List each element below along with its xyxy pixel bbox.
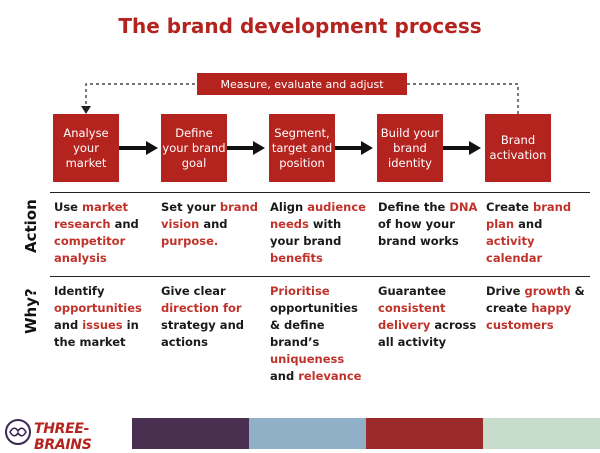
step-arrow-4 — [443, 141, 481, 155]
feedback-line-left — [85, 83, 197, 110]
body-text: Drive — [486, 284, 525, 298]
body-text: and — [514, 217, 543, 231]
body-text: across all activity — [378, 318, 477, 349]
highlight-text: competitor analysis — [54, 234, 126, 265]
step-arrow-2 — [227, 141, 265, 155]
body-text: Set your — [161, 200, 220, 214]
highlight-text: market research — [54, 200, 129, 231]
highlight-text: benefits — [270, 251, 323, 265]
why-cell: Give clear direction for strategy and ac… — [161, 283, 261, 351]
brain-logo-icon — [5, 419, 31, 445]
footer-color-block — [366, 418, 483, 449]
row-label-why: Why? — [22, 288, 40, 334]
row-label-action: Action — [22, 199, 40, 253]
body-text: in the market — [54, 318, 139, 349]
step-define-brand-goal: Define your brand goal — [161, 114, 227, 182]
body-text: & create — [486, 284, 585, 315]
highlight-text: purpose. — [161, 234, 219, 248]
feedback-arrowhead — [81, 106, 91, 114]
divider-top — [50, 192, 590, 193]
step-arrow-1 — [119, 141, 158, 155]
footer-color-block — [249, 418, 366, 449]
body-text: strategy and actions — [161, 318, 244, 349]
divider-middle — [50, 276, 590, 277]
highlight-text: relevance — [298, 369, 362, 383]
three-brains-logo: THREE-BRAINS — [0, 412, 132, 453]
why-cell: Drive growth & create happy customers — [486, 283, 586, 334]
body-text: and — [199, 217, 228, 231]
body-text: Align — [270, 200, 308, 214]
page-title: The brand development process — [118, 14, 482, 38]
body-text: opportunities & define brand’s — [270, 301, 358, 349]
body-text: Identify — [54, 284, 105, 298]
highlight-text: opportunities — [54, 301, 142, 315]
highlight-text: consistent delivery — [378, 301, 446, 332]
highlight-text: growth — [524, 284, 571, 298]
action-cell: Define the DNA of how your brand works — [378, 199, 478, 250]
body-text: Give clear — [161, 284, 226, 298]
step-analyse-market: Analyse your market — [53, 114, 119, 182]
highlight-text: happy customers — [486, 301, 572, 332]
highlight-text: DNA — [449, 200, 478, 214]
highlight-text: direction for — [161, 301, 242, 315]
feedback-loop-label: Measure, evaluate and adjust — [197, 73, 407, 95]
body-text: Define the — [378, 200, 450, 214]
highlight-text: audience needs — [270, 200, 366, 231]
why-cell: Guarantee consistent delivery across all… — [378, 283, 478, 351]
action-cell: Create brand plan and activity calendar — [486, 199, 586, 267]
body-text: Guarantee — [378, 284, 447, 298]
step-segment-target-position: Segment, target and position — [269, 114, 335, 182]
body-text: and — [110, 217, 139, 231]
body-text: with your brand — [270, 217, 342, 248]
highlight-text: brand vision — [161, 200, 258, 231]
body-text: and — [270, 369, 299, 383]
highlight-text: activity calendar — [486, 234, 543, 265]
body-text: of how your brand works — [378, 217, 459, 248]
body-text: and — [54, 318, 83, 332]
body-text: Create — [486, 200, 533, 214]
body-text: Use — [54, 200, 82, 214]
highlight-text: issues — [82, 318, 123, 332]
action-cell: Set your brand vision and purpose. — [161, 199, 261, 250]
why-cell: Prioritise opportunities & define brand’… — [270, 283, 370, 385]
highlight-text: brand plan — [486, 200, 572, 231]
action-cell: Use market research and competitor analy… — [54, 199, 154, 267]
footer-color-block — [483, 418, 600, 449]
why-cell: Identify opportunities and issues in the… — [54, 283, 154, 351]
highlight-text: uniqueness — [270, 352, 345, 366]
footer-color-block — [132, 418, 249, 449]
step-arrow-3 — [335, 141, 373, 155]
step-build-brand-identity: Build your brand identity — [377, 114, 443, 182]
action-cell: Align audience needs with your brand ben… — [270, 199, 370, 267]
step-brand-activation: Brand activation — [485, 114, 551, 182]
highlight-text: Prioritise — [270, 284, 330, 298]
logo-text: THREE-BRAINS — [34, 421, 92, 453]
feedback-line-right — [407, 83, 519, 114]
